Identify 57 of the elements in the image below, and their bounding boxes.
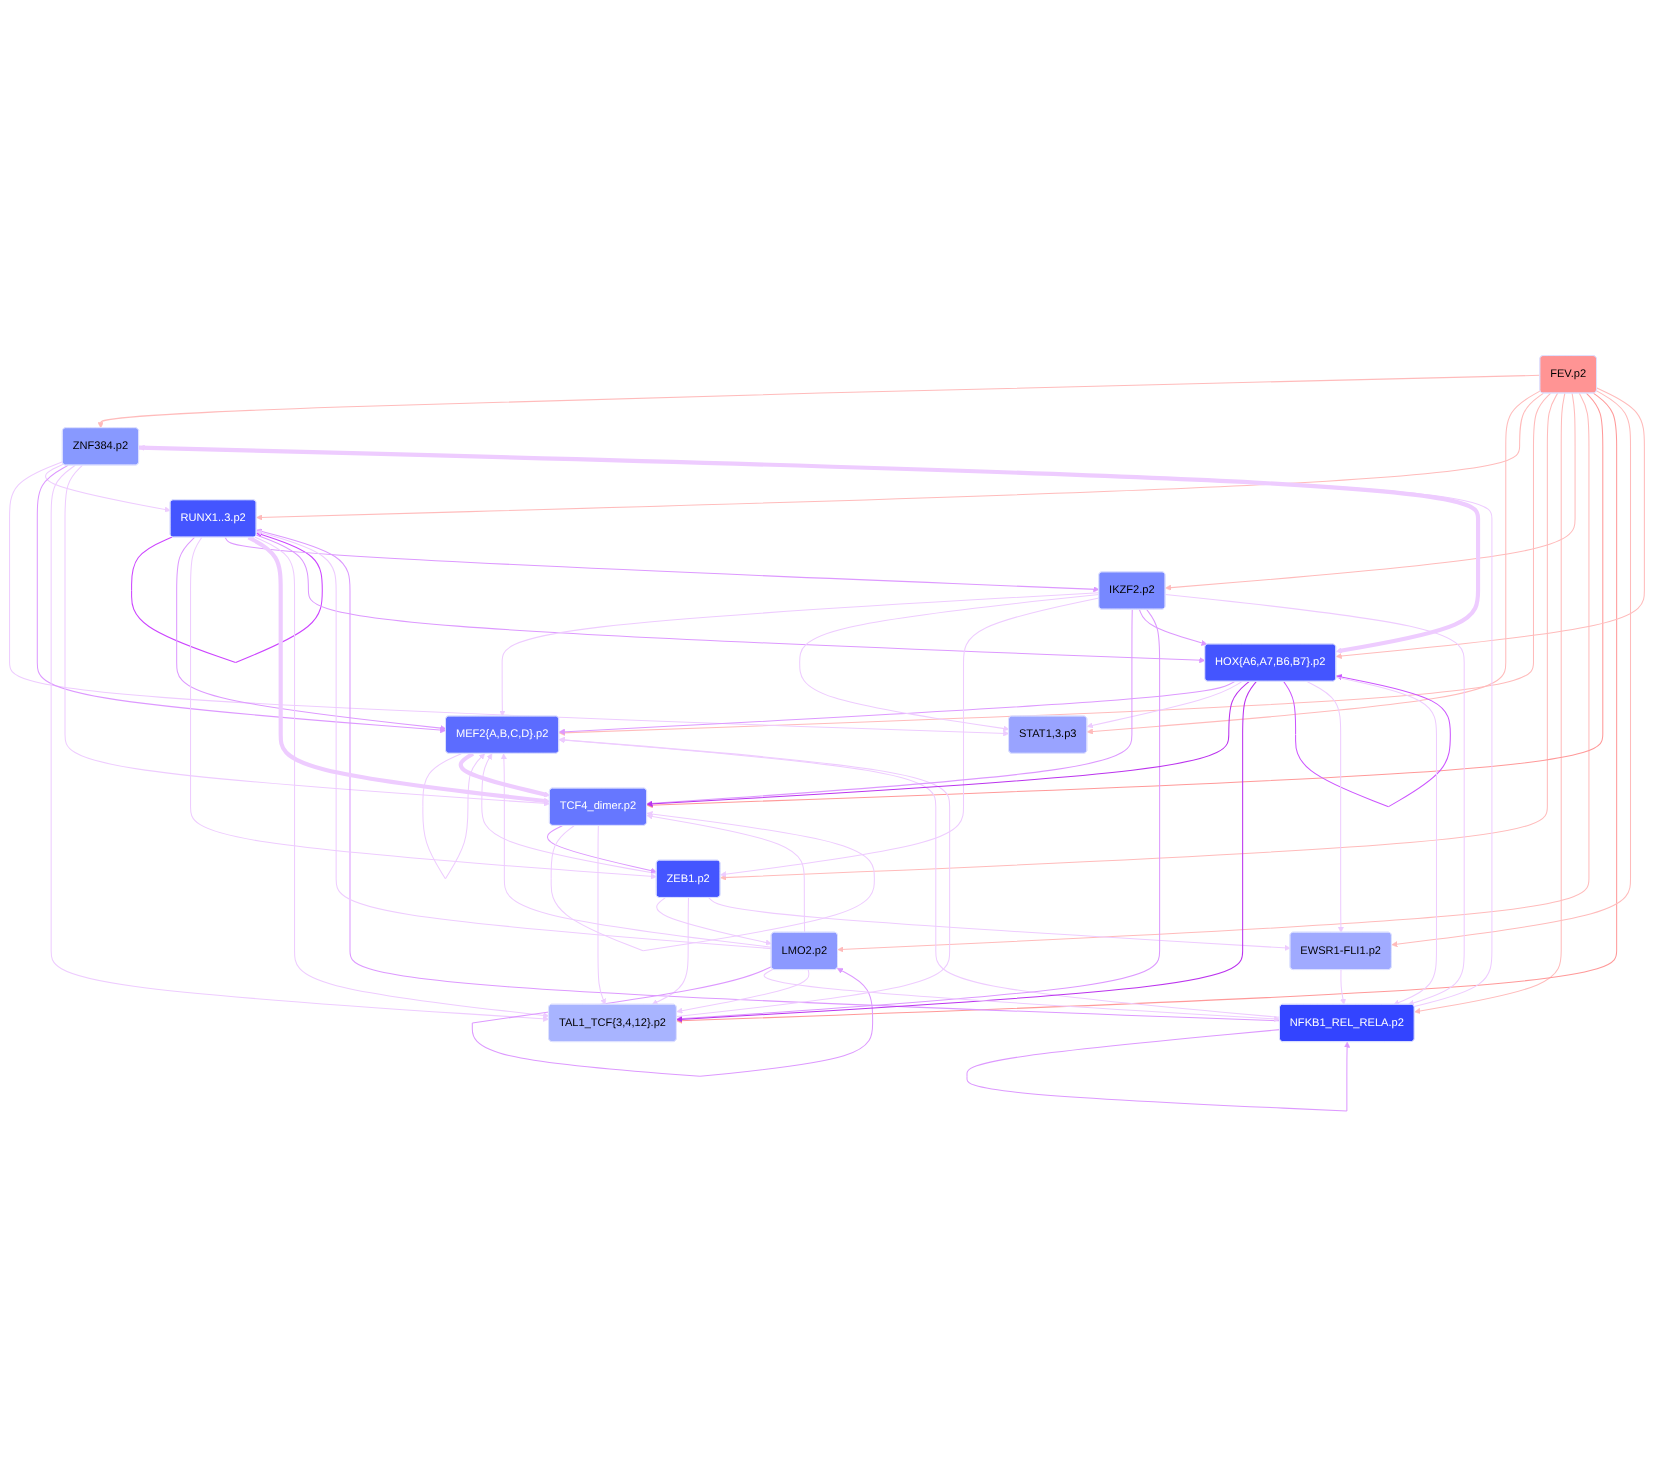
arrow bbox=[1086, 680, 1243, 728]
arrow bbox=[256, 392, 1544, 521]
arrow bbox=[138, 444, 1493, 1007]
arrow bbox=[190, 536, 657, 880]
arrow bbox=[1138, 608, 1208, 646]
arrow bbox=[646, 392, 1604, 808]
arrow bbox=[708, 897, 1291, 951]
arrow bbox=[1086, 390, 1541, 735]
arrow bbox=[255, 534, 1206, 663]
arrow bbox=[64, 464, 551, 807]
arrow bbox=[597, 824, 607, 1005]
arrow bbox=[176, 536, 447, 731]
arrow bbox=[481, 753, 658, 874]
arrow bbox=[558, 680, 1236, 735]
arrow bbox=[1165, 392, 1576, 591]
arrow bbox=[254, 536, 550, 1019]
arrow bbox=[558, 736, 1281, 1018]
arrow bbox=[1283, 673, 1451, 807]
arrow bbox=[1414, 392, 1566, 1014]
arrow bbox=[1335, 387, 1645, 659]
arrow bbox=[651, 897, 690, 1005]
arrow bbox=[550, 810, 875, 952]
arrow bbox=[547, 824, 657, 874]
arrow bbox=[646, 813, 806, 933]
arrow bbox=[1164, 593, 1465, 1006]
arrow bbox=[97, 374, 1541, 428]
arrow bbox=[499, 591, 1100, 717]
arrow bbox=[676, 392, 1618, 1024]
arrow bbox=[763, 968, 1281, 1022]
arrow bbox=[720, 392, 1559, 881]
arrow bbox=[45, 463, 171, 513]
arrow bbox=[50, 464, 550, 1022]
arrow bbox=[422, 752, 486, 879]
arrow bbox=[1306, 680, 1344, 933]
arrow bbox=[224, 536, 1100, 592]
arrow bbox=[1340, 969, 1346, 1005]
arrow bbox=[458, 751, 551, 797]
arrow bbox=[799, 593, 1100, 732]
arrow bbox=[256, 529, 772, 949]
arrow bbox=[646, 680, 1250, 807]
arrow bbox=[9, 460, 1010, 737]
arrow bbox=[247, 535, 551, 804]
arrow bbox=[138, 445, 1481, 654]
arrow bbox=[676, 680, 1257, 1022]
arrow bbox=[837, 392, 1590, 953]
arrow bbox=[1335, 676, 1437, 1005]
arrow bbox=[656, 897, 772, 946]
arrow bbox=[720, 597, 1100, 877]
arrow bbox=[500, 753, 772, 948]
arrow bbox=[558, 392, 1552, 736]
arrow bbox=[36, 464, 447, 733]
arrow bbox=[1391, 390, 1632, 947]
arrow bbox=[966, 1028, 1351, 1112]
arrow bbox=[676, 608, 1161, 1022]
arrow bbox=[131, 531, 323, 663]
arrow bbox=[256, 528, 1281, 1021]
arrow bbox=[676, 969, 810, 1014]
